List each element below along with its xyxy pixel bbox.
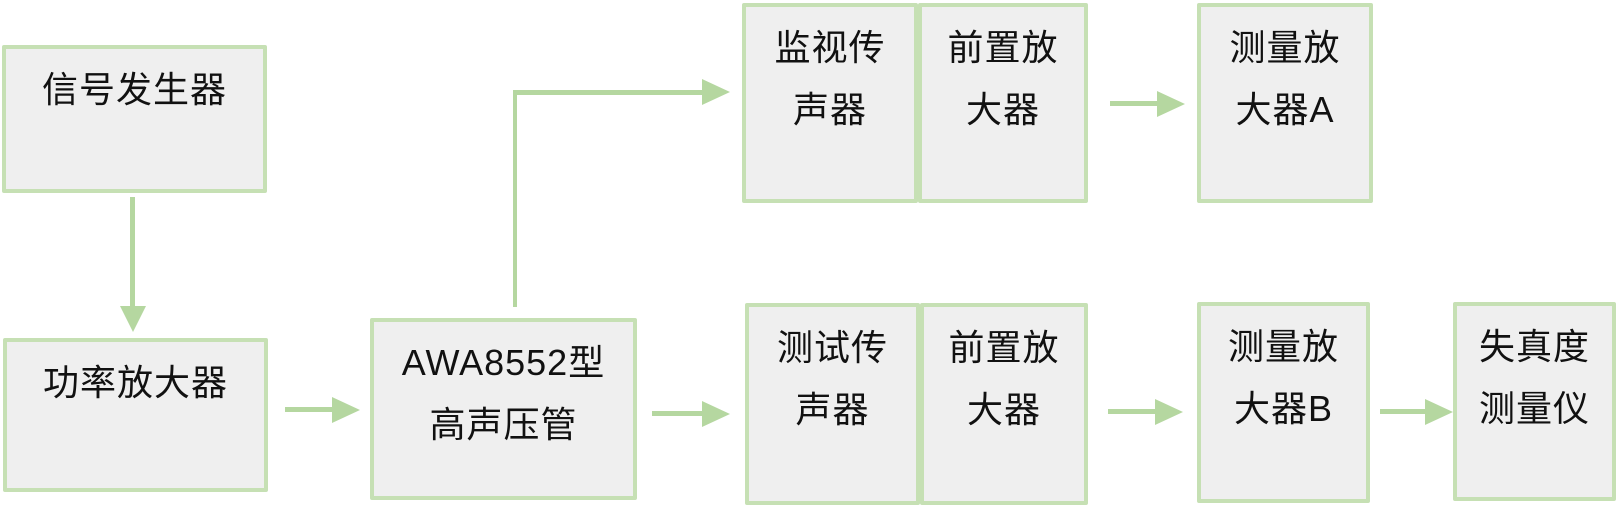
- arrow-shaft: [1110, 101, 1159, 106]
- arrow-shaft: [1108, 409, 1157, 414]
- node-measuring-amplifier-a-label: 测量放 大器A: [1229, 27, 1341, 130]
- arrow-shaft: [285, 407, 334, 412]
- arrow-power-to-awa8552: [285, 397, 360, 423]
- node-signal-generator: 信号发生器: [2, 45, 267, 193]
- arrow-awa8552-to-test-mic: [652, 401, 730, 427]
- arrow-head-right-icon: [332, 397, 360, 423]
- node-measuring-amplifier-b: 测量放 大器B: [1197, 302, 1370, 503]
- node-monitor-microphone: 监视传 声器: [742, 3, 918, 203]
- arrow-head-right-icon: [702, 79, 730, 105]
- node-preamp-bottom: 前置放 大器: [920, 303, 1088, 505]
- node-distortion-meter: 失真度 测量仪: [1453, 302, 1616, 501]
- connector-vertical-segment: [513, 92, 517, 307]
- arrow-amp-b-to-distortion-meter: [1380, 399, 1453, 425]
- arrow-head-right-icon: [1155, 399, 1183, 425]
- node-power-amplifier-label: 功率放大器: [42, 362, 228, 403]
- node-distortion-meter-label: 失真度 测量仪: [1478, 326, 1590, 429]
- node-signal-generator-label: 信号发生器: [41, 69, 227, 110]
- arrow-shaft: [652, 411, 704, 416]
- node-test-microphone: 测试传 声器: [745, 303, 920, 505]
- arrow-head-down-icon: [120, 306, 146, 332]
- arrow-shaft: [1380, 409, 1427, 414]
- node-preamp-top: 前置放 大器: [918, 3, 1088, 203]
- arrow-head-right-icon: [1425, 399, 1453, 425]
- node-measuring-amplifier-a: 测量放 大器A: [1197, 3, 1373, 203]
- arrow-preamp-to-amp-b: [1108, 399, 1183, 425]
- node-awa8552-tube: AWA8552型 高声压管: [370, 318, 637, 500]
- node-monitor-microphone-label: 监视传 声器: [774, 27, 886, 130]
- arrow-shaft: [130, 197, 135, 308]
- arrow-head-right-icon: [702, 401, 730, 427]
- node-awa8552-tube-label: AWA8552型 高声压管: [401, 342, 606, 445]
- arrow-head-right-icon: [1157, 91, 1185, 117]
- node-measuring-amplifier-b-label: 测量放 大器B: [1227, 326, 1339, 429]
- node-power-amplifier: 功率放大器: [3, 338, 268, 492]
- node-test-microphone-label: 测试传 声器: [776, 327, 888, 430]
- node-preamp-bottom-label: 前置放 大器: [948, 327, 1060, 430]
- arrow-preamp-to-amp-a: [1110, 91, 1185, 117]
- connector-horizontal-segment: [513, 90, 703, 95]
- node-preamp-top-label: 前置放 大器: [947, 27, 1059, 130]
- arrow-signal-to-power: [120, 197, 146, 332]
